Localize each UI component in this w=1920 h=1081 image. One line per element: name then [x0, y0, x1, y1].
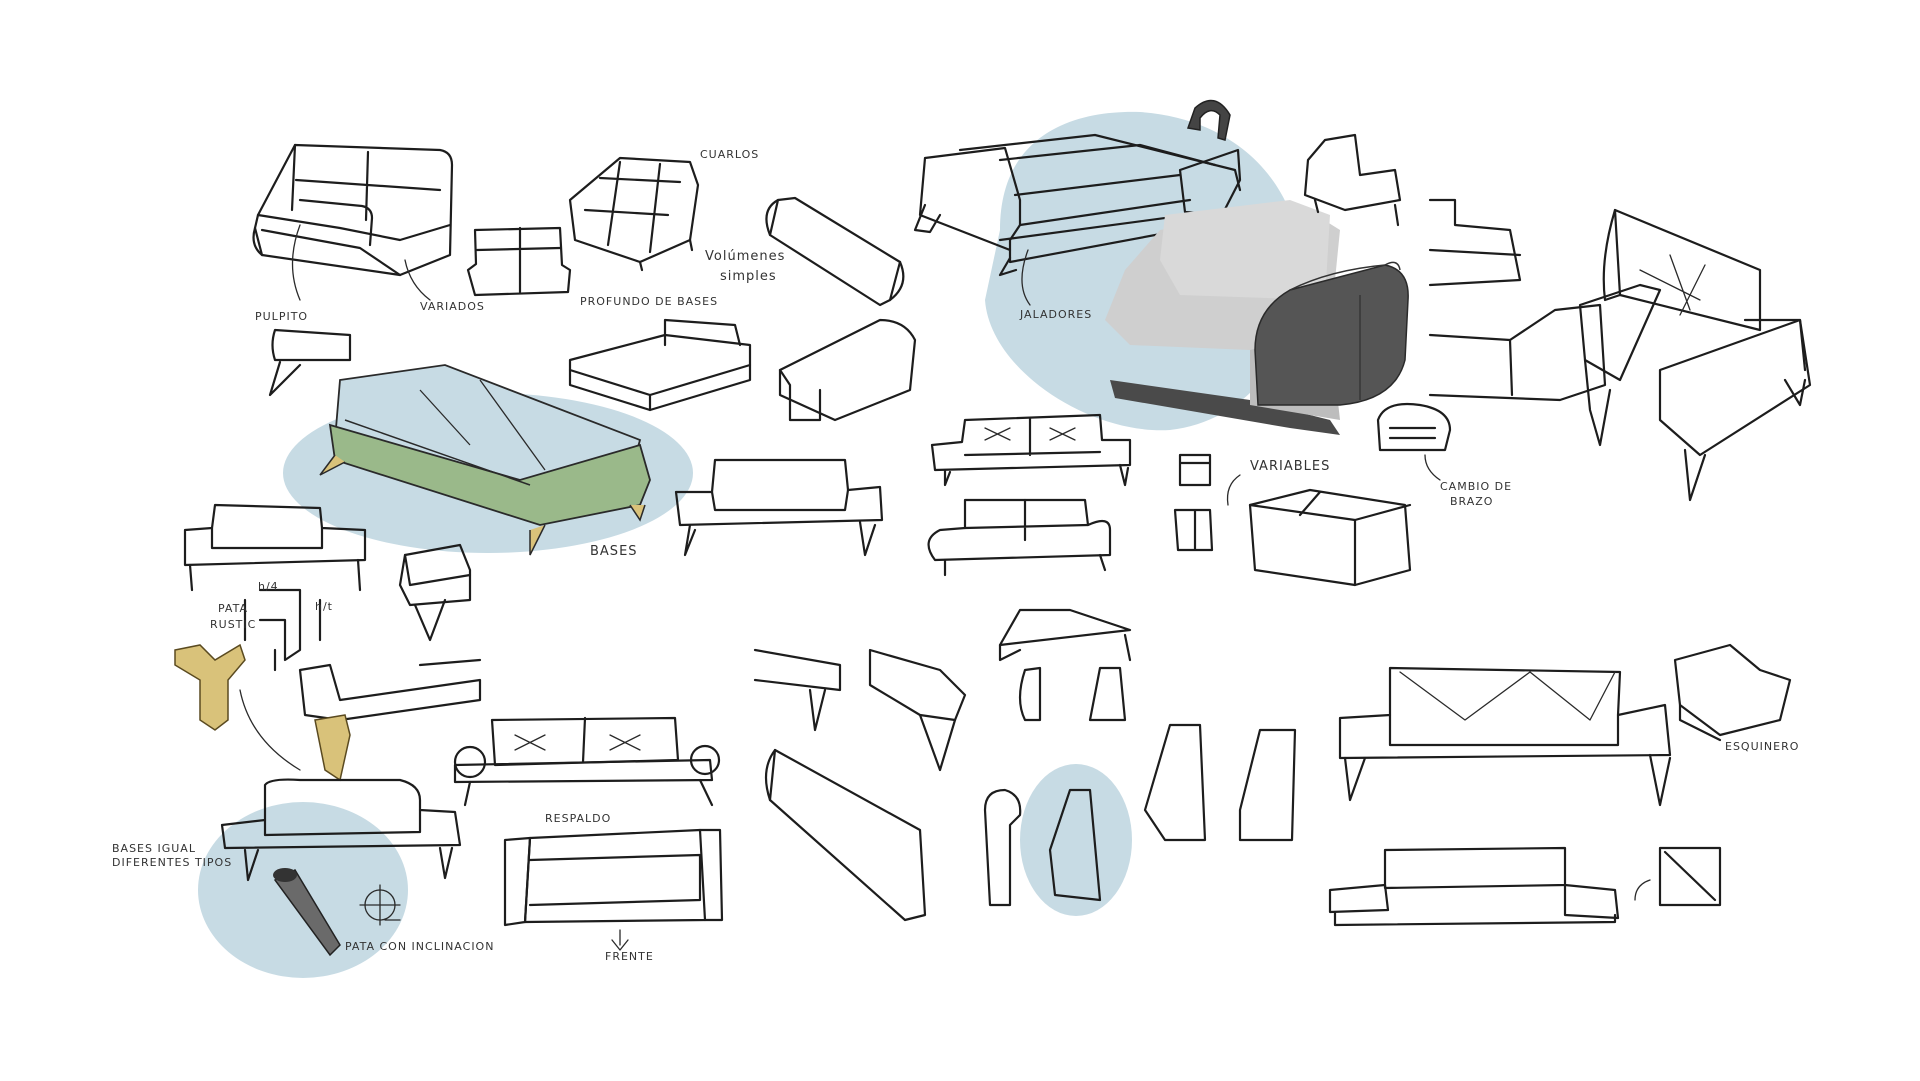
sketch-curved-arm-sofa — [927, 498, 1112, 577]
render-cone-leg — [273, 868, 341, 957]
sketch-rustic-leg — [243, 588, 322, 672]
note-profundo: PROFUNDO DE BASES — [580, 295, 718, 308]
arrow-icon — [1186, 99, 1231, 141]
note-cambio-brazo: CAMBIO DE — [1440, 480, 1512, 493]
sketch-arm-change — [1376, 402, 1452, 452]
sketch-leg-detail-left — [268, 328, 352, 397]
sketch-tufted-sofa-row4 — [453, 716, 721, 807]
sketch-roll-cylinder — [765, 196, 905, 307]
highlight-blob-arm — [1020, 764, 1132, 916]
note-bases-left: BASES IGUAL — [112, 842, 196, 855]
sketch-daybed-sofa — [913, 133, 1242, 277]
sketch-stepped-platform — [568, 318, 752, 412]
note-pata: PATA — [218, 602, 248, 615]
sketch-triangle-back-sofa — [1338, 666, 1672, 807]
sketch-box-with-legs — [398, 543, 472, 642]
render-gray-sofa — [1105, 200, 1409, 435]
highlight-blobs — [198, 111, 1302, 978]
note-variables: VARIABLES — [1250, 459, 1330, 474]
sketch-small-chair — [1303, 133, 1402, 227]
sketch-ottoman-box — [1248, 488, 1412, 587]
sketch-chair-topview — [503, 828, 724, 927]
sketch-slanted-block — [764, 748, 927, 922]
sketch-armchair — [1578, 208, 1812, 502]
render-gold-leg — [174, 643, 246, 731]
note-cojines: CUARLOS — [700, 148, 759, 161]
note-esquinero: ESQUINERO — [1725, 740, 1799, 753]
sketch-tufted-ottoman — [568, 156, 700, 272]
sketch-block-armrest — [778, 318, 917, 422]
note-pata-inclinada: PATA CON INCLINACION — [345, 940, 494, 953]
sketch-arm-profiles — [983, 666, 1297, 907]
sketch-corner-chair — [1673, 643, 1792, 742]
sketch-sofa-left-row3 — [183, 503, 367, 592]
sketch-low-sofa-right — [1328, 846, 1620, 927]
note-simples: simples — [720, 269, 777, 284]
sketch-small-sofa — [466, 226, 572, 297]
sketch-variable-cubes — [1173, 453, 1214, 552]
note-frente: FRENTE — [605, 950, 654, 963]
sketch-tufted-long-sofa — [930, 413, 1132, 487]
sketch-arm-gold — [298, 658, 482, 722]
sketch-stacked-volumes — [1428, 198, 1607, 402]
note-respaldo: RESPALDO — [545, 812, 611, 825]
note-variado: VARIADOS — [420, 300, 485, 313]
note-pulpito: PULPITO — [255, 310, 308, 323]
note-jaladores: JALADORES — [1019, 308, 1092, 321]
sketch-sofa-row4-left — [220, 778, 462, 882]
note-ht: h/t — [315, 600, 333, 613]
sketch-green-sofa — [319, 364, 651, 556]
sketch-mid-sofa — [674, 458, 884, 557]
sketch-leg-shapes — [753, 648, 967, 772]
sketch-table-shape — [998, 608, 1132, 662]
note-bases: BASES — [590, 544, 638, 559]
note-pata-rustic: RUSTIC — [210, 618, 256, 631]
note-volumenes: Volúmenes — [705, 249, 785, 264]
note-h: h/4 — [258, 580, 279, 593]
note-brazo: BRAZO — [1450, 495, 1493, 508]
sketch-square-panel — [1658, 846, 1722, 907]
note-bases-left2: DIFERENTES TIPOS — [112, 856, 232, 869]
sketch-cushion-sofa — [252, 143, 454, 277]
